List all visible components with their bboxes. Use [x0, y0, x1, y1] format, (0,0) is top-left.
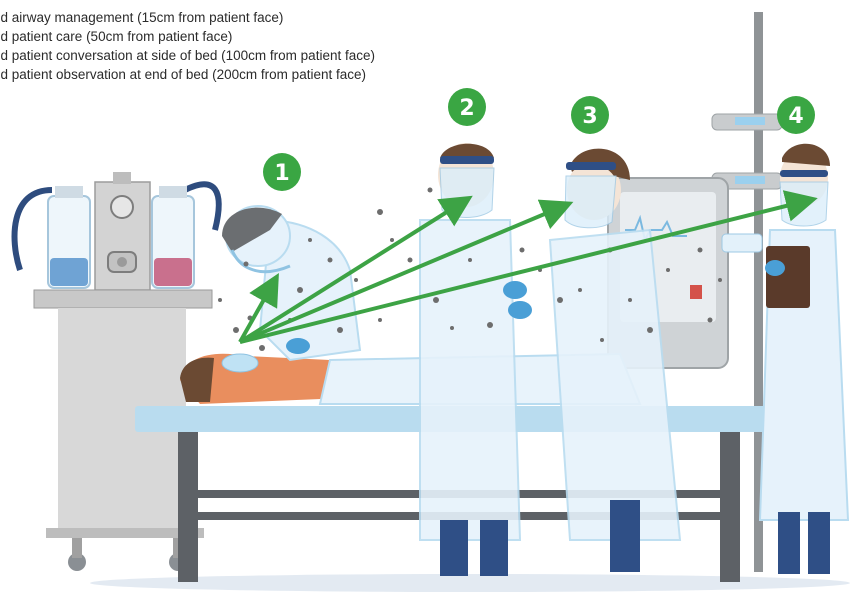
badge-4: 4	[777, 96, 815, 134]
svg-text:4: 4	[788, 104, 803, 129]
badge-3: 3	[571, 96, 609, 134]
badge-2: 2	[448, 88, 486, 126]
svg-text:1: 1	[274, 161, 289, 186]
svg-text:2: 2	[459, 96, 474, 121]
svg-text:3: 3	[582, 104, 597, 129]
health-worker-2	[420, 143, 527, 576]
badge-1: 1	[263, 153, 301, 191]
